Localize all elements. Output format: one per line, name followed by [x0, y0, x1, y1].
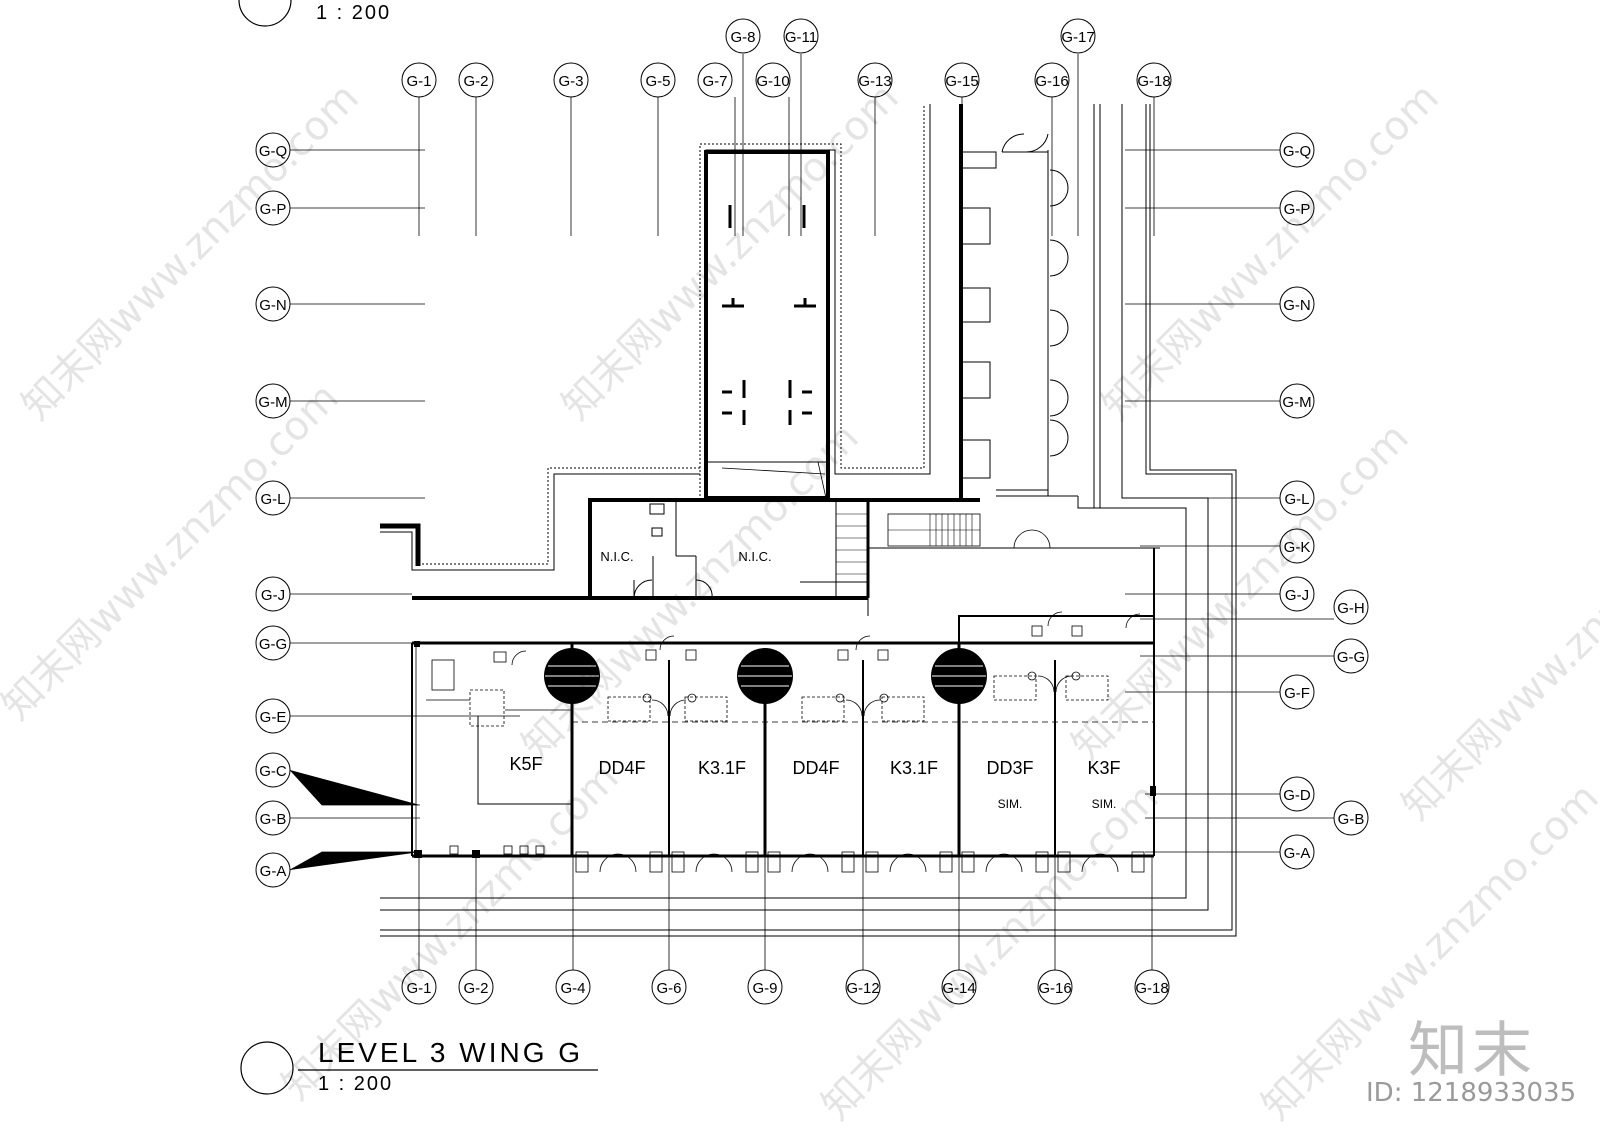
- drawing-scale: 1 : 200: [318, 1073, 393, 1095]
- room-label-k31f: K3.1F: [890, 758, 938, 778]
- grid-label: G-L: [260, 491, 285, 508]
- grid-label: G-16: [1038, 980, 1071, 997]
- grid-label: G-9: [752, 980, 777, 997]
- grid-top-bubbles: [401, 18, 1172, 98]
- grid-label: G-12: [846, 980, 879, 997]
- grid-label: G-F: [1284, 685, 1310, 702]
- core-walls: [699, 104, 963, 500]
- grid-label: G-13: [858, 73, 891, 90]
- grid-label: G-8: [730, 29, 755, 46]
- room-label-dd4f: DD4F: [792, 758, 839, 778]
- grid-label: G-D: [1283, 787, 1311, 804]
- grid-label: G-16: [1035, 73, 1068, 90]
- room-label-sim: SIM.: [1092, 797, 1117, 811]
- grid-label: G-N: [259, 297, 287, 314]
- grid-bottom-bubbles: [401, 969, 1170, 1005]
- grid-label: G-6: [656, 980, 681, 997]
- grid-label: G-11: [785, 29, 817, 46]
- title-block: LEVEL 3 WING G 1 : 200: [240, 1037, 598, 1095]
- grid-label: G-7: [702, 73, 727, 90]
- grid-label: G-E: [260, 709, 287, 726]
- grid-label: G-1: [406, 980, 431, 997]
- grid-label: G-17: [1061, 29, 1094, 46]
- room-label-k3f: K3F: [1087, 758, 1120, 778]
- grid-label: G-15: [945, 73, 978, 90]
- grid-label: G-K: [1284, 539, 1311, 556]
- east-strip: [380, 104, 1237, 937]
- grid-label: G-G: [1337, 649, 1365, 666]
- grid-left-labels: G-Q G-P G-N G-M G-L G-J G-G G-E G-C G-B …: [258, 143, 287, 880]
- grid-label: G-H: [1337, 600, 1365, 617]
- grid-label: G-A: [260, 863, 287, 880]
- room-label-k5f: K5F: [509, 754, 542, 774]
- room-labels: N.I.C. N.I.C. K5F DD4F K3.1F DD4F K3.1F …: [509, 549, 1120, 811]
- grid-label: G-14: [942, 980, 975, 997]
- grid-label: G-A: [1284, 845, 1311, 862]
- top-title-block: 1 : 200: [238, 0, 391, 27]
- grid-label: G-3: [558, 73, 583, 90]
- watermark-id: ID: 1218933035: [1366, 1078, 1577, 1108]
- grid-label: G-B: [1338, 811, 1365, 828]
- room-label-nic: N.I.C.: [600, 549, 633, 564]
- grid-right-bubbles: [1279, 132, 1369, 870]
- grid-label: G-G: [259, 636, 287, 653]
- grid-bottom-labels: G-1 G-2 G-4 G-6 G-9 G-12 G-14 G-16 G-18: [406, 980, 1168, 997]
- grid-label: G-P: [260, 201, 287, 218]
- grid-label: G-18: [1137, 73, 1170, 90]
- grid-label: G-18: [1135, 980, 1168, 997]
- grid-label: G-B: [260, 811, 287, 828]
- grid-label: G-N: [1283, 297, 1311, 314]
- grid-top-labels: G-1 G-2 G-3 G-5 G-7 G-8 G-10 G-11 G-13 G…: [406, 29, 1170, 90]
- grid-label: G-4: [560, 980, 585, 997]
- grid-label: G-L: [1284, 491, 1309, 508]
- room-label-dd3f: DD3F: [986, 758, 1033, 778]
- grid-label: G-1: [406, 73, 431, 90]
- grid-label: G-J: [261, 587, 285, 604]
- grid-left-bubbles: [255, 132, 291, 888]
- room-label-dd4f: DD4F: [598, 758, 645, 778]
- top-scale: 1 : 200: [316, 2, 391, 24]
- nic-area: [633, 500, 868, 599]
- stepped-wall: [380, 467, 980, 600]
- watermark-brand: 知末: [1408, 1016, 1536, 1086]
- grid-label: G-M: [1282, 394, 1311, 411]
- grid-label: G-Q: [259, 143, 287, 160]
- room-label-sim: SIM.: [998, 797, 1023, 811]
- grid-label: G-5: [645, 73, 670, 90]
- grid-label: G-C: [259, 763, 287, 780]
- grid-label: G-2: [463, 73, 488, 90]
- grid-label: G-M: [258, 394, 287, 411]
- drawing-title: LEVEL 3 WING G: [318, 1037, 583, 1068]
- grid-label: G-P: [1284, 201, 1311, 218]
- room-label-nic: N.I.C.: [738, 549, 771, 564]
- grid-bottom: [418, 855, 1153, 970]
- grid-label: G-Q: [1283, 143, 1311, 160]
- grid-left: [289, 149, 520, 871]
- grid-label: G-2: [463, 980, 488, 997]
- room-label-k31f: K3.1F: [698, 758, 746, 778]
- guest-wing: [411, 548, 1156, 873]
- stair: [867, 513, 1160, 616]
- grid-label: G-J: [1285, 587, 1309, 604]
- grid-label: G-10: [756, 73, 789, 90]
- grid-right-labels: G-Q G-P G-N G-M G-L G-K G-J G-H G-G G-F …: [1282, 143, 1365, 862]
